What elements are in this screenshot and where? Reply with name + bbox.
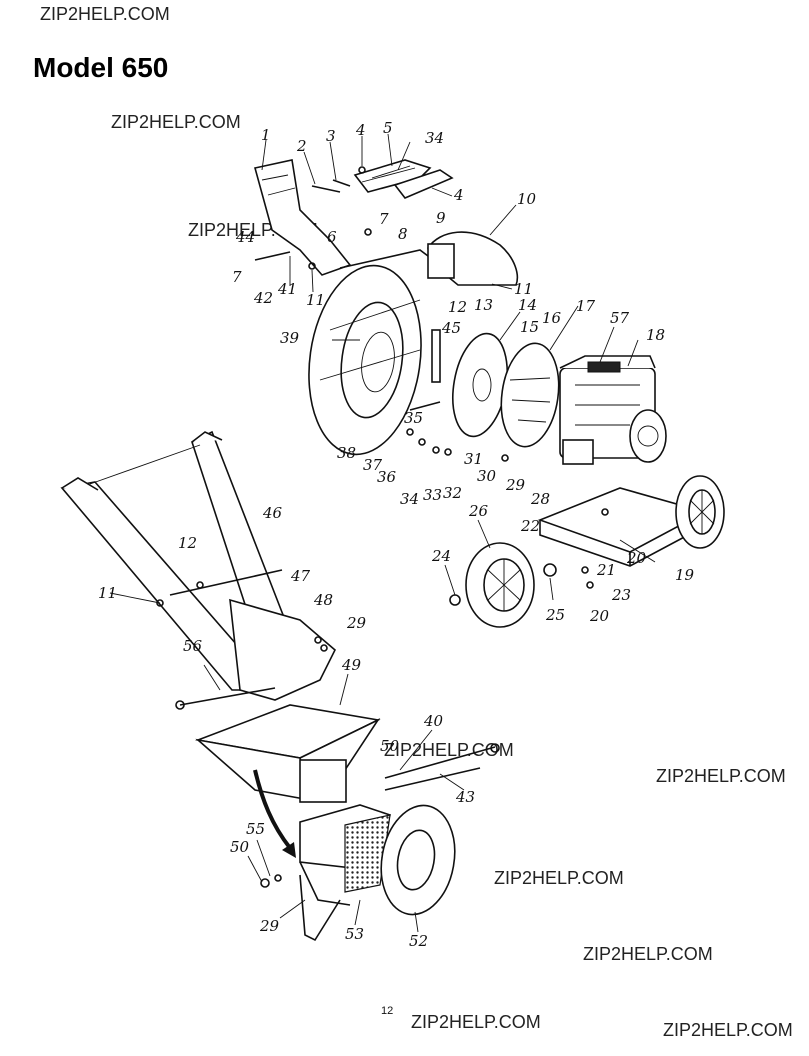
watermark: ZIP2HELP.COM bbox=[384, 740, 514, 760]
assembly-arrow bbox=[253, 769, 296, 858]
callout-2: 2 bbox=[296, 137, 307, 155]
callout-6: 6 bbox=[327, 228, 337, 246]
callout-49: 49 bbox=[341, 656, 362, 674]
callout-20: 20 bbox=[589, 607, 610, 625]
callout-12: 12 bbox=[448, 298, 467, 316]
callout-40: 40 bbox=[423, 712, 444, 730]
wheel-left bbox=[465, 542, 535, 628]
discharge-chute bbox=[427, 231, 519, 286]
watermark: ZIP2HELP.COM bbox=[111, 112, 241, 132]
callout-24: 24 bbox=[431, 547, 451, 565]
callout-14: 14 bbox=[518, 296, 537, 314]
watermark: ZIP2HELP.COM bbox=[494, 868, 624, 888]
callout-10: 10 bbox=[517, 190, 537, 208]
callout-11: 11 bbox=[98, 584, 117, 602]
small-bolts bbox=[254, 166, 372, 270]
callout-25: 25 bbox=[545, 606, 565, 624]
housing-hardware bbox=[406, 329, 509, 462]
callout-28: 28 bbox=[530, 490, 550, 508]
callout-3: 3 bbox=[326, 127, 336, 145]
chipper-hardware bbox=[260, 743, 500, 888]
callout-50: 50 bbox=[380, 737, 400, 755]
callout-4: 4 bbox=[453, 186, 464, 204]
callout-18: 18 bbox=[646, 326, 665, 344]
handle bbox=[60, 430, 336, 701]
callout-7: 7 bbox=[379, 210, 389, 228]
callout-34: 34 bbox=[425, 129, 444, 147]
callout-32: 32 bbox=[443, 484, 462, 502]
callout-22: 22 bbox=[520, 517, 540, 535]
callout-12: 12 bbox=[178, 534, 197, 552]
callout-29: 29 bbox=[505, 476, 526, 494]
callout-39: 39 bbox=[280, 329, 300, 347]
callout-57: 57 bbox=[610, 309, 630, 327]
callout-7: 7 bbox=[232, 268, 242, 286]
fan-disc bbox=[500, 342, 560, 448]
callout-33: 33 bbox=[423, 486, 442, 504]
callout-53: 53 bbox=[345, 925, 364, 943]
page-number: 12 bbox=[381, 1005, 394, 1017]
callout-29: 29 bbox=[259, 917, 280, 935]
callout-21: 21 bbox=[596, 561, 616, 579]
watermark: ZIP2HELP.COM bbox=[663, 1020, 793, 1040]
callout-29: 29 bbox=[346, 614, 367, 632]
callout-labels: 1 2 3 4 5 34 4 10 44 6 7 9 8 7 42 41 11 … bbox=[98, 119, 695, 950]
callout-38: 38 bbox=[337, 444, 356, 462]
callout-15: 15 bbox=[520, 318, 539, 336]
hopper bbox=[195, 704, 381, 803]
watermark: ZIP2HELP.COM bbox=[583, 944, 713, 964]
page-title: Model 650 bbox=[33, 52, 169, 83]
watermark: ZIP2HELP.COM bbox=[656, 766, 786, 786]
callout-37: 37 bbox=[363, 456, 383, 474]
callout-56: 56 bbox=[183, 637, 203, 655]
watermark: ZIP2HELP.COM bbox=[411, 1012, 541, 1032]
callout-5: 5 bbox=[383, 119, 393, 137]
callout-8: 8 bbox=[398, 225, 408, 243]
callout-48: 48 bbox=[313, 591, 333, 609]
callout-52: 52 bbox=[409, 932, 428, 950]
leader-lines bbox=[109, 133, 656, 933]
callout-26: 26 bbox=[468, 502, 489, 520]
chipper-housing bbox=[299, 804, 456, 942]
callout-19: 19 bbox=[675, 566, 695, 584]
engine bbox=[559, 355, 667, 465]
blade-assembly bbox=[353, 159, 454, 199]
callout-34: 34 bbox=[400, 490, 419, 508]
callout-35: 35 bbox=[404, 409, 423, 427]
callout-16: 16 bbox=[542, 309, 562, 327]
callout-50: 50 bbox=[230, 838, 250, 856]
watermark: ZIP2HELP.COM bbox=[40, 4, 170, 24]
callout-55: 55 bbox=[246, 820, 265, 838]
callout-43: 43 bbox=[455, 788, 475, 806]
callout-42: 42 bbox=[253, 289, 273, 307]
callout-31: 31 bbox=[464, 450, 483, 468]
handle-hardware bbox=[156, 581, 328, 710]
callout-36: 36 bbox=[377, 468, 397, 486]
callout-13: 13 bbox=[474, 296, 493, 314]
axle-hardware bbox=[449, 508, 609, 606]
callout-30: 30 bbox=[477, 467, 497, 485]
callout-45: 45 bbox=[441, 319, 461, 337]
callout-23: 23 bbox=[611, 586, 631, 604]
callout-4: 4 bbox=[355, 121, 366, 139]
callout-9: 9 bbox=[436, 209, 446, 227]
callout-11: 11 bbox=[306, 291, 325, 309]
callout-41: 41 bbox=[277, 280, 297, 298]
wheel-right bbox=[675, 475, 725, 549]
blower-housing bbox=[308, 249, 441, 456]
callout-47: 47 bbox=[290, 567, 311, 585]
callout-44: 44 bbox=[235, 228, 255, 246]
callout-11: 11 bbox=[514, 280, 533, 298]
callout-17: 17 bbox=[576, 297, 596, 315]
callout-20: 20 bbox=[626, 549, 647, 567]
callout-46: 46 bbox=[262, 504, 283, 522]
callout-1: 1 bbox=[261, 126, 271, 144]
